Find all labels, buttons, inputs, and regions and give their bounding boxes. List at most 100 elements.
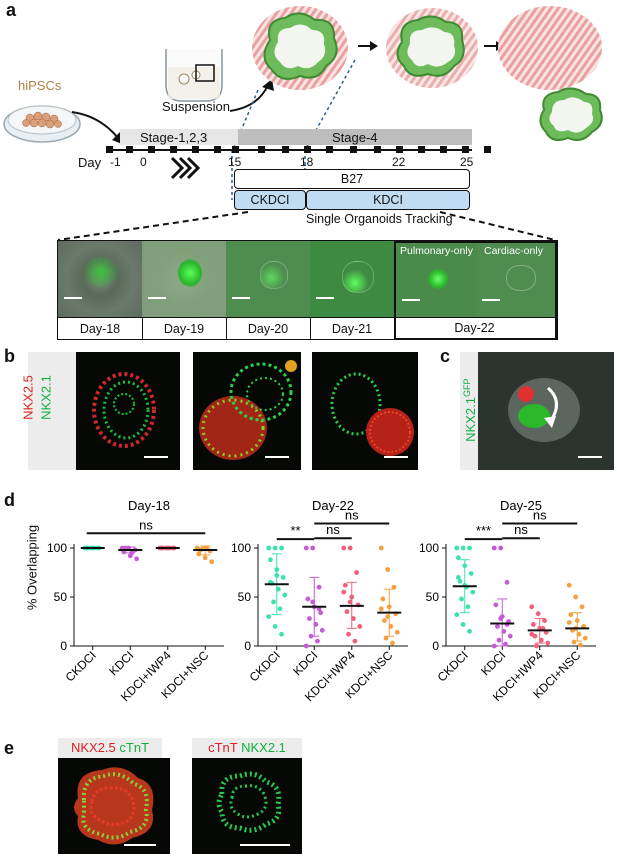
panel-label-e: e: [4, 738, 15, 758]
data-point: [542, 618, 547, 623]
data-point: [303, 643, 309, 649]
gfp-signal: [178, 259, 202, 287]
scale-bar: [265, 456, 289, 458]
panel-b-legend-box: [28, 352, 76, 470]
significance-label: ns: [533, 508, 547, 523]
scale-bar: [240, 844, 290, 846]
data-point: [582, 635, 588, 641]
stage-early-bar: [120, 129, 240, 145]
cardiac-only-label: Cardiac-only: [484, 245, 543, 257]
data-point: [460, 622, 466, 627]
data-point: [578, 642, 583, 648]
chart-title: Day-25: [500, 498, 542, 513]
scale-bar: [316, 297, 334, 299]
hipsc-label: hiPSCs: [18, 78, 62, 93]
data-point: [394, 629, 400, 635]
chart-title: Day-18: [128, 498, 170, 513]
significance-label: ns: [139, 517, 153, 532]
scale-bar: [482, 299, 500, 301]
gfp-reporter-sup: GFP: [461, 378, 472, 398]
data-point: [316, 584, 322, 590]
data-point: [496, 637, 502, 643]
data-point: [459, 596, 464, 602]
data-point: [534, 643, 539, 649]
data-point: [568, 612, 574, 618]
day-timeline: [106, 146, 491, 180]
data-point: [271, 599, 276, 605]
data-point: [529, 604, 535, 610]
significance-label: ns: [345, 508, 359, 523]
panel-e-right-legend: cTnT NKX2.1: [192, 738, 302, 758]
data-point: [378, 606, 384, 612]
y-tick-label: 50: [54, 590, 68, 604]
x-tick-label: KDCI: [106, 648, 136, 678]
data-point: [503, 641, 508, 647]
scale-bar: [144, 456, 168, 458]
legend-ctnt: cTnT: [119, 740, 150, 755]
tile-label-day20: Day-20: [226, 317, 311, 340]
data-point: [134, 556, 140, 562]
marker-nkx25-label: NKX2.5: [20, 375, 36, 420]
ckdci-bar: CKDCI: [234, 190, 306, 210]
arrow-dish-to-timeline-icon: [71, 111, 122, 144]
y-tick-label: 100: [231, 541, 251, 555]
panel-b-image-2: [193, 352, 301, 470]
data-point: [342, 582, 348, 588]
significance-label: ns: [514, 522, 528, 537]
data-point: [279, 631, 284, 637]
data-point: [391, 584, 397, 590]
tracking-strip: Pulmonary-only Cardiac-only Day-18 Day-1…: [57, 240, 558, 340]
tile-label-day19: Day-19: [142, 317, 227, 340]
significance-label: ns: [326, 522, 340, 537]
tile-day22-pulmonary: Pulmonary-only: [394, 241, 476, 317]
data-point: [282, 592, 288, 598]
panel-b-image-1: [76, 352, 180, 470]
data-point: [454, 545, 460, 551]
data-point: [341, 545, 347, 551]
data-point: [507, 633, 513, 639]
data-point: [382, 618, 387, 623]
data-point: [535, 611, 541, 617]
suspension-label: Suspension: [162, 99, 230, 114]
data-point: [491, 643, 497, 649]
panel-b-image-3: [312, 352, 418, 470]
stage-early-label: Stage-1,2,3: [140, 130, 208, 145]
data-point: [545, 640, 551, 646]
data-point: [460, 545, 466, 551]
tile-day21: [310, 241, 394, 317]
organoid-outline: [342, 261, 374, 293]
kdci-bar: KDCI: [306, 190, 470, 210]
data-point: [318, 610, 324, 616]
data-point: [383, 635, 389, 641]
data-point: [385, 567, 391, 572]
data-point: [307, 616, 312, 621]
panel-label-b: b: [4, 346, 15, 366]
data-point: [566, 620, 572, 625]
data-point: [573, 594, 579, 600]
tile-day19: [142, 241, 226, 317]
data-point: [390, 640, 395, 646]
gfp-reporter-main: NKX2.1: [463, 397, 479, 442]
data-point: [530, 622, 536, 627]
data-point: [305, 596, 311, 602]
data-point: [272, 624, 278, 629]
data-point: [468, 571, 474, 576]
data-point: [272, 545, 278, 551]
data-point: [202, 555, 208, 561]
chart-title: Day-22: [312, 498, 354, 513]
gfp-signal: [84, 257, 118, 287]
data-point: [455, 555, 461, 561]
pulmonary-only-label: Pulmonary-only: [400, 245, 473, 257]
scale-bar: [232, 297, 250, 299]
data-point: [280, 575, 286, 580]
tracking-label: Single Organoids Tracking: [306, 212, 453, 226]
data-point: [495, 624, 500, 629]
data-point: [571, 639, 577, 645]
data-point: [470, 589, 476, 595]
data-point: [315, 638, 320, 644]
data-point: [279, 545, 284, 551]
stage-late-label: Stage-4: [332, 130, 378, 145]
legend-nkx21: NKX2.1: [241, 740, 286, 755]
y-tick-label: 0: [432, 639, 439, 653]
y-tick-label: 100: [47, 541, 67, 555]
